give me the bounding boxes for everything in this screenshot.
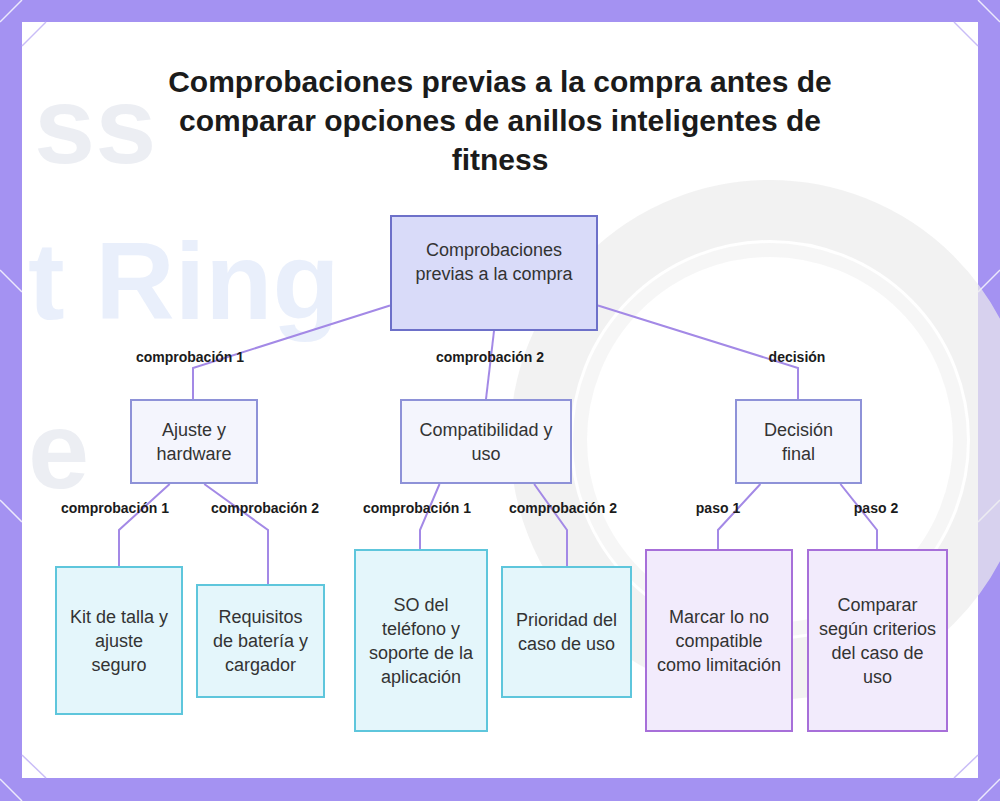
- box-text: SO del teléfono y soporte de la aplicaci…: [364, 593, 478, 689]
- connector: [718, 484, 760, 549]
- box-text: Ajuste y hardware: [140, 418, 248, 466]
- connector: [840, 484, 877, 549]
- box-text: Comparar según criterios del caso de uso: [817, 593, 938, 689]
- box-text: Marcar lo no compatible como limitación: [655, 605, 783, 677]
- connector: [534, 484, 567, 566]
- process-box: Compatibilidad y uso: [400, 399, 572, 484]
- diagram-title: Comprobaciones previas a la compra antes…: [150, 62, 850, 179]
- box-text: Comprobaciones previas a la compra: [400, 238, 588, 286]
- process-box: Requisitos de batería y cargador: [196, 584, 325, 698]
- process-box: Kit de talla y ajuste seguro: [55, 566, 183, 715]
- process-box: Comparar según criterios del caso de uso: [807, 549, 948, 732]
- connector: [420, 484, 440, 549]
- process-box: Marcar lo no compatible como limitación: [645, 549, 793, 732]
- process-box: Ajuste y hardware: [130, 399, 258, 484]
- watermark: e: [28, 395, 89, 505]
- process-box: Decisión final: [735, 399, 862, 484]
- process-box: Comprobaciones previas a la compra: [390, 215, 598, 331]
- edge-label: comprobación 1: [61, 500, 169, 516]
- edge-label: comprobación 1: [136, 349, 244, 365]
- box-text: Requisitos de batería y cargador: [206, 605, 315, 677]
- edge-label: comprobación 2: [211, 500, 319, 516]
- edge-label: comprobación 1: [363, 500, 471, 516]
- box-text: Kit de talla y ajuste seguro: [65, 605, 173, 677]
- edge-label: decisión: [769, 349, 826, 365]
- box-text: Prioridad del caso de uso: [511, 608, 622, 656]
- edge-label: comprobación 2: [509, 500, 617, 516]
- connector: [204, 484, 268, 584]
- process-box: Prioridad del caso de uso: [501, 566, 632, 698]
- edge-label: comprobación 2: [436, 349, 544, 365]
- watermark: t Ring: [28, 226, 340, 336]
- box-text: Decisión final: [745, 418, 852, 466]
- box-text: Compatibilidad y uso: [410, 418, 562, 466]
- connector: [598, 305, 798, 399]
- process-box: SO del teléfono y soporte de la aplicaci…: [354, 549, 488, 732]
- connector: [486, 331, 494, 399]
- watermark: ss: [34, 70, 156, 180]
- connector: [119, 484, 170, 566]
- edge-label: paso 2: [854, 500, 898, 516]
- edge-label: paso 1: [696, 500, 740, 516]
